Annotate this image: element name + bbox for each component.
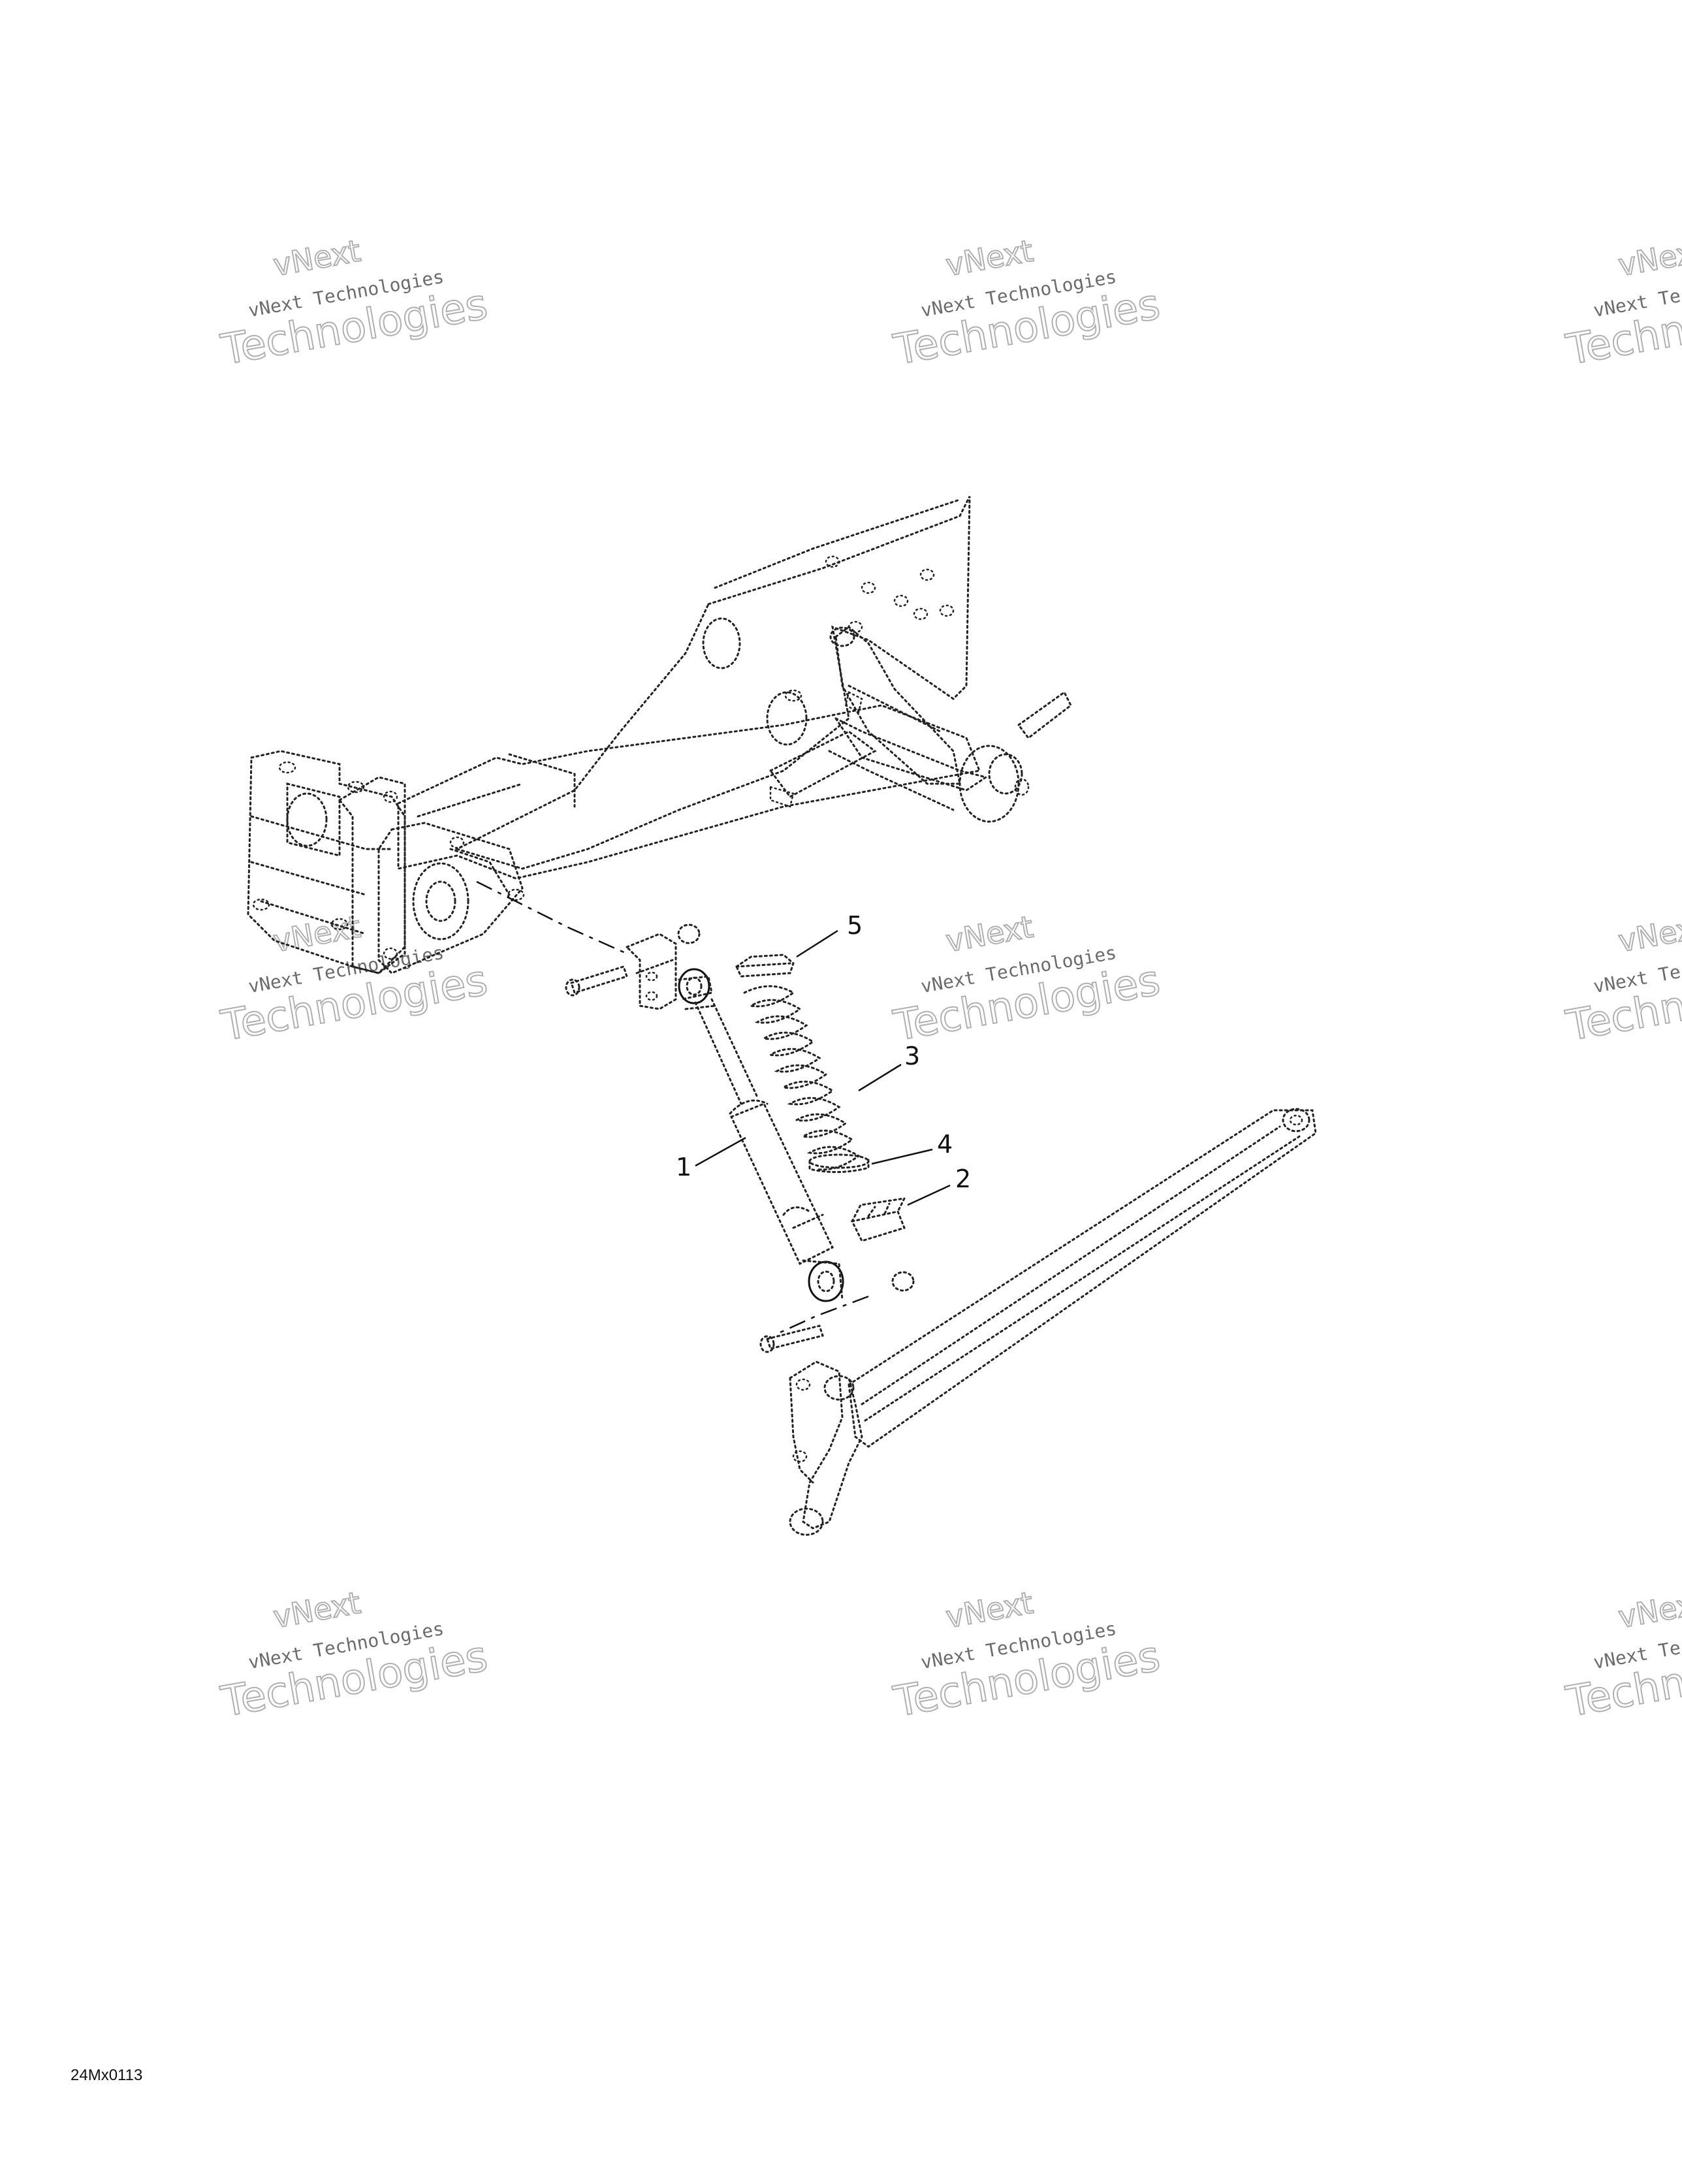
frame-rear-bracket bbox=[834, 626, 961, 785]
watermark: vNext vNext Technologies Technologies bbox=[1562, 908, 1682, 1052]
upper-mount-center-line bbox=[476, 880, 627, 955]
upper-mount-bracket bbox=[625, 933, 677, 1010]
callout-5: 5 bbox=[847, 911, 863, 940]
watermark-vnext: vNext bbox=[1615, 909, 1682, 959]
watermark-layer: vNext vNext Technologies Technologies vN… bbox=[217, 233, 1682, 1727]
upper-spring-cap bbox=[735, 954, 795, 978]
callout-3: 3 bbox=[904, 1042, 920, 1070]
lower-swing-arm bbox=[789, 1108, 1317, 1536]
shock-absorber bbox=[678, 968, 844, 1302]
lower-mount-nut bbox=[891, 1271, 915, 1292]
spring-coils bbox=[743, 985, 861, 1171]
coil-spring bbox=[743, 985, 861, 1171]
callout-leader-3 bbox=[858, 1063, 902, 1092]
upper-mount-bolt bbox=[570, 965, 628, 994]
swing-arm-front-bracket bbox=[789, 1360, 863, 1530]
frame-hole bbox=[702, 617, 741, 669]
callout-1: 1 bbox=[676, 1153, 691, 1181]
swing-arm-end-bushing bbox=[1282, 1108, 1310, 1132]
frame-axle-stub bbox=[1017, 690, 1072, 740]
frame-upper-panel bbox=[454, 496, 971, 870]
frame-rear-arm bbox=[833, 716, 989, 792]
watermark: vNext vNext Technologies Technologies bbox=[889, 908, 1164, 1052]
watermark-vnext: vNext bbox=[943, 909, 1036, 959]
callout-leader-4 bbox=[871, 1148, 933, 1165]
frame-front-bulkhead bbox=[247, 750, 406, 974]
callout-2: 2 bbox=[955, 1164, 971, 1193]
callout-4: 4 bbox=[937, 1130, 953, 1159]
watermark-vnext: vNext bbox=[1615, 233, 1682, 283]
callout-leader-1 bbox=[695, 1136, 746, 1167]
upper-mount-nut bbox=[677, 923, 701, 944]
watermark: vNext vNext Technologies Technologies bbox=[217, 1584, 492, 1727]
lower-mount-hardware bbox=[759, 1271, 915, 1353]
shock-top-eye bbox=[678, 968, 710, 1004]
lower-mount-bolt bbox=[766, 1325, 824, 1350]
watermark: vNext vNext Technologies Technologies bbox=[1562, 1584, 1682, 1727]
upper-mount-hardware bbox=[476, 880, 701, 1010]
watermark: vNext vNext Technologies Technologies bbox=[889, 233, 1164, 376]
figure-reference-code: 24Mx0113 bbox=[71, 2066, 142, 2084]
watermark-vnext: vNext bbox=[270, 233, 363, 283]
shock-rod bbox=[694, 998, 759, 1105]
frame-hole bbox=[766, 691, 808, 746]
swing-arm-beam bbox=[848, 1109, 1317, 1448]
watermark: vNext vNext Technologies Technologies bbox=[217, 233, 492, 376]
watermark-vnext: vNext bbox=[943, 1585, 1036, 1635]
lower-mount-center-line bbox=[780, 1295, 869, 1334]
frame-round-mount bbox=[412, 862, 469, 940]
watermark-vnext: vNext bbox=[943, 233, 1036, 283]
frame-rail bbox=[397, 704, 981, 880]
frame-mount-plate bbox=[338, 776, 406, 974]
lower-spring-seat bbox=[850, 1197, 906, 1242]
callout-leader-2 bbox=[907, 1184, 951, 1206]
callouts: 5 3 4 2 1 bbox=[676, 911, 971, 1206]
callout-leader-5 bbox=[796, 929, 838, 958]
chassis-frame bbox=[247, 496, 1072, 974]
shock-bottom-eye bbox=[808, 1261, 844, 1302]
watermark-vnext: vNext bbox=[1615, 1585, 1682, 1635]
shock-body bbox=[729, 1102, 834, 1266]
frame-floor-plate bbox=[377, 822, 524, 974]
spring-stopper bbox=[808, 1153, 870, 1173]
watermark: vNext vNext Technologies Technologies bbox=[1562, 233, 1682, 376]
watermark-vnext: vNext bbox=[270, 909, 363, 959]
watermark-vnext: vNext bbox=[270, 1585, 363, 1635]
watermark: vNext vNext Technologies Technologies bbox=[889, 1584, 1164, 1727]
frame-hub bbox=[959, 745, 1020, 823]
